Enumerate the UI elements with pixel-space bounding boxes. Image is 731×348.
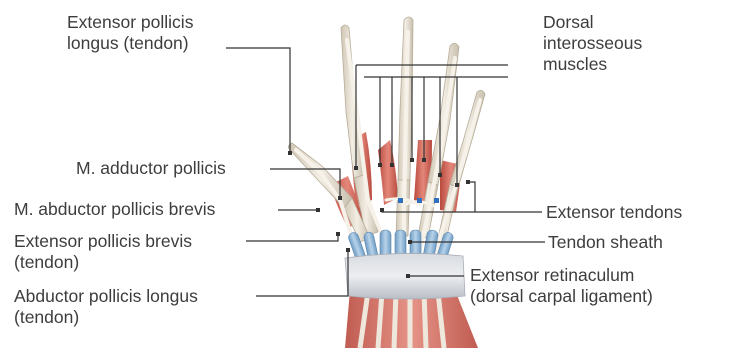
label-extensor-tendons: Extensor tendons [546,202,682,223]
label-dorsal-interosseous-muscles: Dorsal interosseous muscles [543,12,642,75]
label-abductor-pollicis-longus: Abductor pollicis longus (tendon) [14,286,198,328]
label-m-adductor-pollicis: M. adductor pollicis [76,158,226,179]
label-m-abductor-pollicis-brevis: M. abductor pollicis brevis [14,199,215,220]
label-extensor-pollicis-brevis: Extensor pollicis brevis (tendon) [14,231,192,273]
label-extensor-retinaculum: Extensor retinaculum (dorsal carpal liga… [470,265,653,307]
label-extensor-pollicis-longus: Extensor pollicis longus (tendon) [67,12,193,54]
label-tendon-sheath: Tendon sheath [548,232,663,253]
